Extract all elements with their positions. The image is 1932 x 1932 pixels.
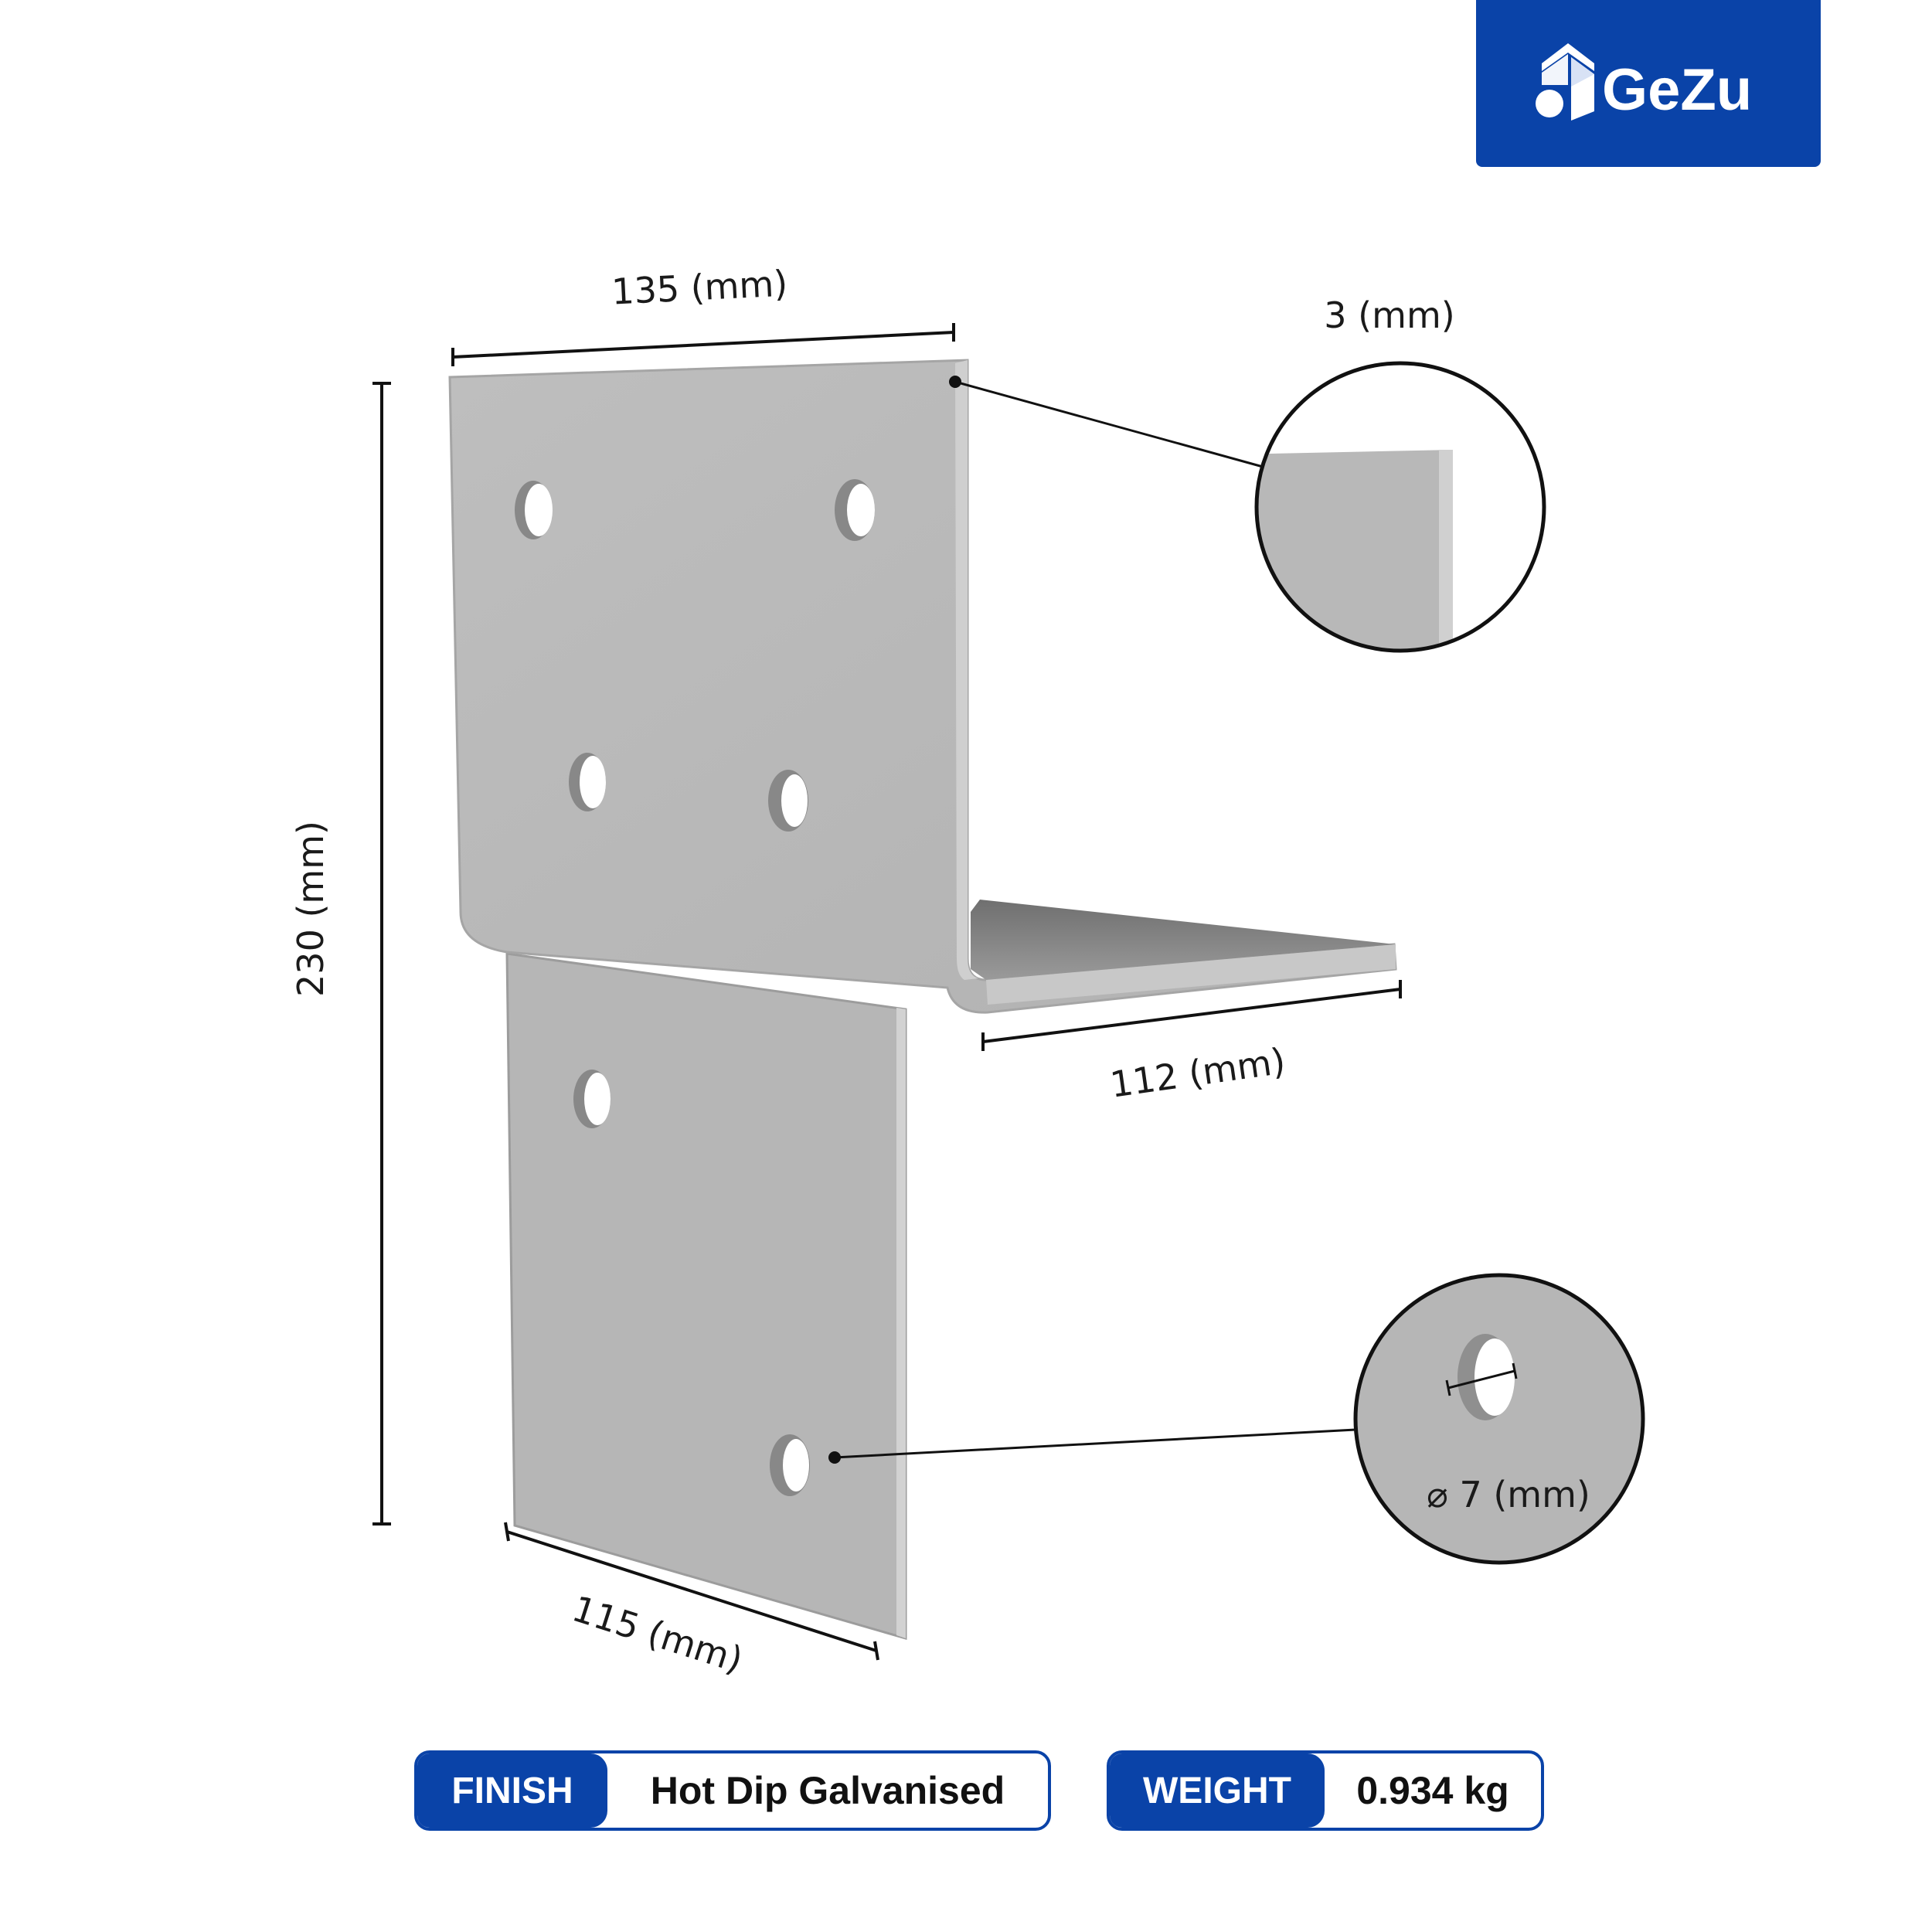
finish-spec: FINISH Hot Dip Galvanised xyxy=(414,1750,1051,1831)
dim-height-label: 230 (mm) xyxy=(290,821,332,997)
callout-hole: ⌀ 7 (mm) xyxy=(828,1273,1645,1565)
dim-width-top: 135 (mm) xyxy=(451,262,955,366)
callout-thickness-label: 3 (mm) xyxy=(1324,294,1454,336)
dim-width-top-label: 135 (mm) xyxy=(611,262,788,312)
weight-spec: WEIGHT 0.934 kg xyxy=(1107,1750,1544,1831)
finish-value: Hot Dip Galvanised xyxy=(650,1769,1005,1812)
mounting-holes xyxy=(515,479,875,1496)
weight-value: 0.934 kg xyxy=(1356,1769,1509,1812)
dim-height: 230 (mm) xyxy=(290,382,391,1526)
dim-flange-label: 112 (mm) xyxy=(1107,1040,1287,1106)
gezu-logo-icon: GeZu xyxy=(1536,43,1752,123)
weight-label: WEIGHT xyxy=(1110,1753,1325,1828)
callout-hole-label: ⌀ 7 (mm) xyxy=(1427,1474,1590,1515)
brand-logo: GeZu xyxy=(1476,0,1821,167)
finish-label: FINISH xyxy=(417,1753,607,1828)
bottom-plate xyxy=(505,952,907,1640)
svg-text:GeZu: GeZu xyxy=(1602,57,1752,123)
callout-thickness: 3 (mm) xyxy=(949,294,1546,653)
top-plate xyxy=(448,359,1397,1014)
